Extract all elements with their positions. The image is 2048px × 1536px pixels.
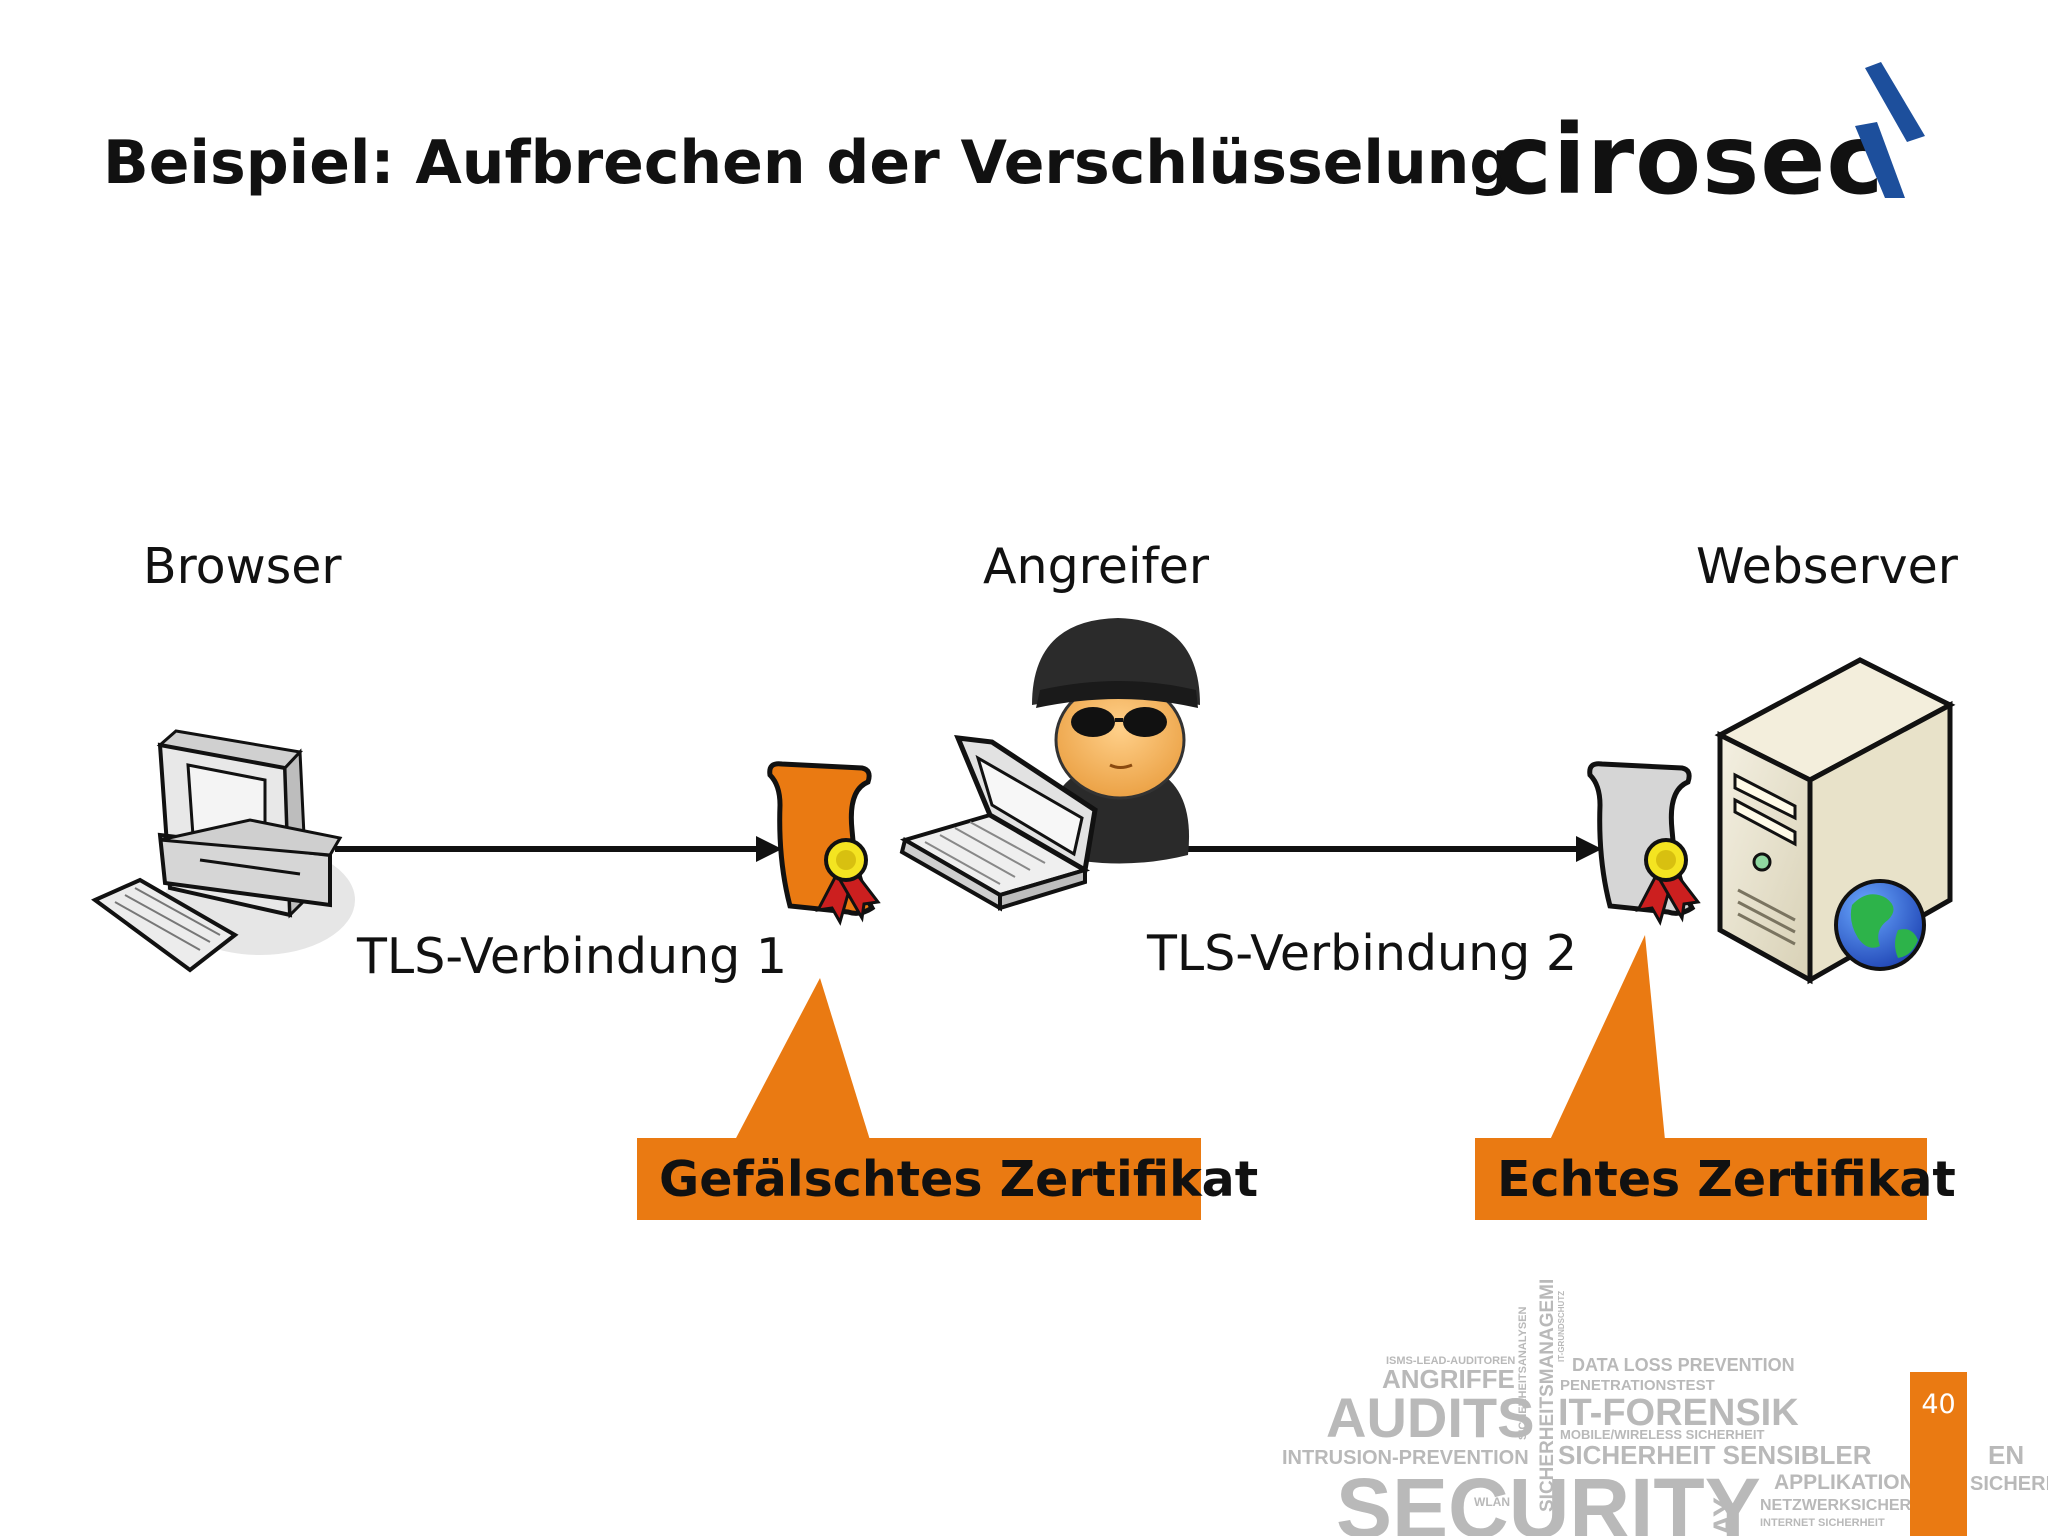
wordcloud-word: INTRUSION-PREVENTION xyxy=(1282,1447,1529,1469)
wordcloud-word: SICHERHEITSMANAGEMENT xyxy=(1537,1280,1558,1512)
node-label-browser: Browser xyxy=(143,538,342,595)
callout-fake-certificate: Gefälschtes Zertifikat xyxy=(637,1138,1258,1220)
wordcloud-word: PENETRATIONSTEST xyxy=(1560,1377,1715,1394)
arrow-tls-1 xyxy=(335,836,782,862)
wordcloud-word: NETZWERKSICHER xyxy=(1760,1497,1912,1514)
wordcloud: ISMS-LEAD-AUDITOREN ANGRIFFE AUDITS INTR… xyxy=(1270,1280,2048,1536)
computer-icon xyxy=(91,729,355,973)
wordcloud-word: DATA LOSS PREVENTION xyxy=(1572,1355,1795,1375)
callout-pointer-fake xyxy=(735,978,870,1140)
page-number: 40 xyxy=(1910,1372,1967,1536)
wordcloud-word: ANGRIFFE xyxy=(1382,1364,1515,1394)
connection-label-2: TLS-Verbindung 2 xyxy=(1147,925,1577,982)
wordcloud-word: IT-FORENSIK xyxy=(1558,1392,1799,1434)
wordcloud-word: AY xyxy=(1708,1497,1741,1536)
cirosec-logo-text: cirosec xyxy=(1495,104,1885,216)
wordcloud-word: IT-GRUNDSCHUTZ xyxy=(1557,1290,1566,1362)
wordcloud-word: ISMS-LEAD-AUDITOREN xyxy=(1386,1355,1516,1367)
laptop-icon xyxy=(899,735,1098,912)
wordcloud-word: MOBILE/WIRELESS SICHERHEIT xyxy=(1560,1427,1765,1442)
wordcloud-word: AUDITS xyxy=(1326,1386,1535,1449)
wordcloud-word: EN xyxy=(1988,1440,2025,1470)
wordcloud-word: SECURITY xyxy=(1336,1461,1761,1536)
certificate-icon-fake xyxy=(767,761,881,926)
callout-pointer-real xyxy=(1550,935,1665,1140)
slide-title: Beispiel: Aufbrechen der Verschlüsselung xyxy=(103,128,1513,198)
node-label-attacker: Angreifer xyxy=(983,538,1210,595)
cirosec-logo-mark xyxy=(1855,62,1925,198)
wordcloud-word: INTERNET SICHERHEIT xyxy=(1760,1517,1885,1529)
connection-label-1: TLS-Verbindung 1 xyxy=(357,928,787,985)
wordcloud-word: SICHERHE xyxy=(1970,1473,2048,1495)
wordcloud-word: WLAN xyxy=(1474,1495,1510,1509)
node-label-server: Webserver xyxy=(1696,538,1958,595)
hacker-icon xyxy=(1032,618,1200,864)
globe-icon xyxy=(1834,879,1926,971)
certificate-icon-real xyxy=(1587,761,1701,926)
wordcloud-word: SICHERHEIT SENSIBLER xyxy=(1558,1440,1872,1470)
wordcloud-word: SICHERHEITSANALYSEN xyxy=(1517,1306,1529,1440)
callout-real-certificate: Echtes Zertifikat xyxy=(1475,1138,1956,1220)
wordcloud-word: APPLIKATION xyxy=(1774,1471,1915,1494)
